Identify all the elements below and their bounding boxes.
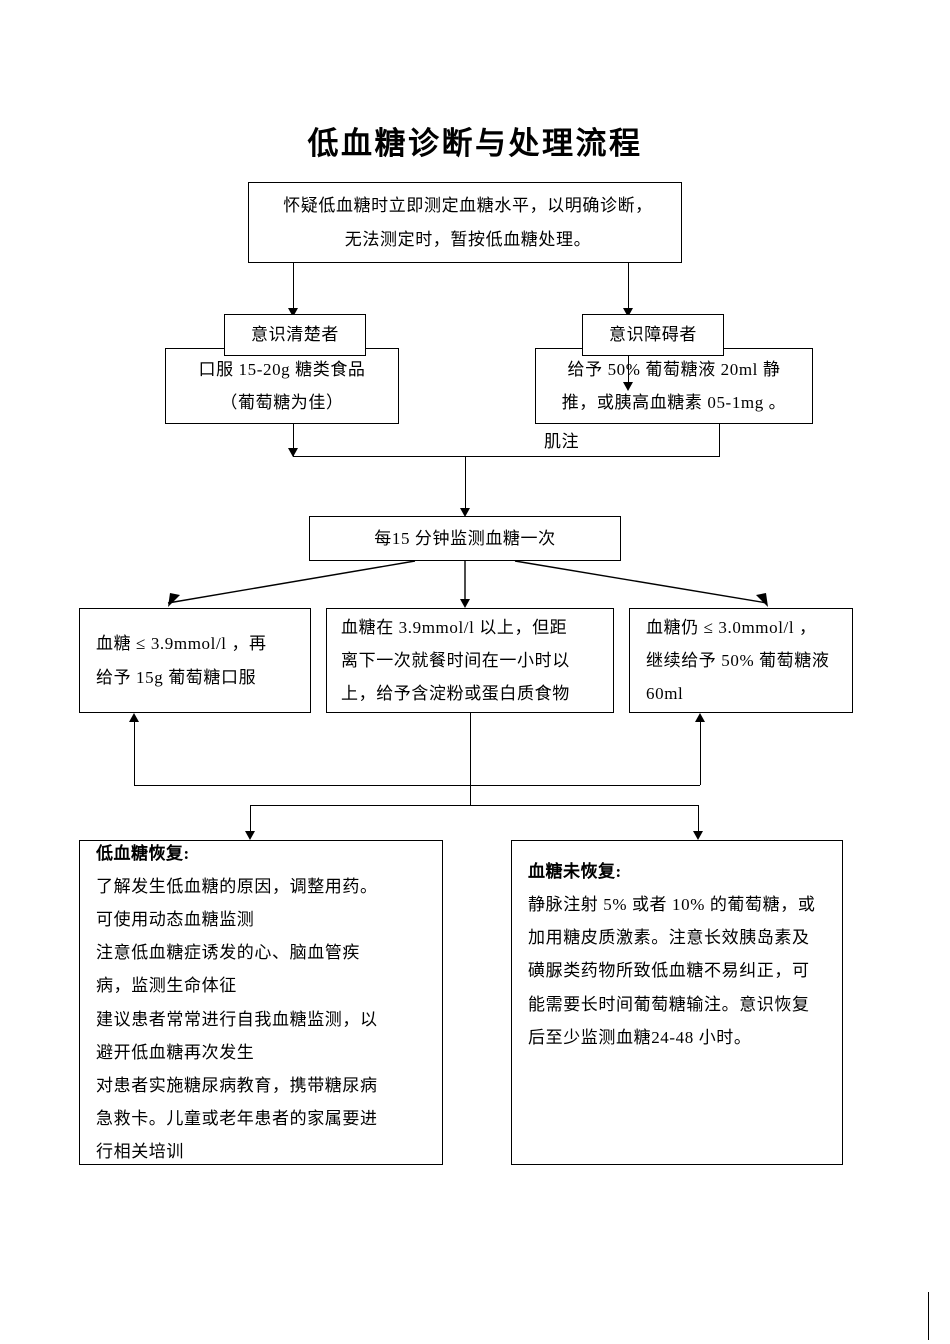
arrowhead-feedback-right [695,713,705,722]
node-not-recovered-line-5: 后至少监测血糖24-48 小时。 [528,1027,752,1047]
node-outcome-low-line-2: 给予 15g 葡萄糖口服 [96,667,257,687]
page-title: 低血糖诊断与处理流程 [307,126,643,161]
node-start: 怀疑低血糖时立即测定血糖水平，以明确诊断， 无法测定时，暂按低血糖处理。 [248,182,682,263]
connector-fanout-diagonals [167,560,768,608]
node-recovered-line-6: 避开低血糖再次发生 [96,1042,255,1062]
node-monitor: 每15 分钟监测血糖一次 [309,516,621,561]
node-outcome-low-line-1: 血糖 ≤ 3.9mmol/l ，再 [96,634,267,654]
node-treat-impaired: 给予 50% 葡萄糖液 20ml 静 推，或胰高血糖素 05-1mg 。 [535,348,813,424]
connector-conscious-down [293,424,294,456]
connector-bottom-left-down [250,805,251,834]
node-outcome-still-low: 血糖仍 ≤ 3.0mmol/l ， 继续给予 50% 葡萄糖液 60ml [629,608,853,713]
connector-impaired-down [719,424,720,457]
arrowhead-conscious-merge [288,448,298,457]
node-branch-impaired-label: 意识障碍者 [582,314,724,356]
connector-bottom-split-rail [250,805,698,806]
node-recovered-line-8: 急救卡。儿童或老年患者的家属要进 [96,1108,378,1128]
node-outcome-low: 血糖 ≤ 3.9mmol/l ，再 给予 15g 葡萄糖口服 [79,608,311,713]
node-outcome-still-low-line-1: 血糖仍 ≤ 3.0mmol/l ， [646,617,817,637]
connector-start-to-impaired [628,263,629,310]
arrowhead-rail-to-monitor [460,508,470,517]
node-outcome-above-line-3: 上，给予含淀粉或蛋白质食物 [341,684,570,704]
node-recovered-line-9: 行相关培训 [96,1142,184,1162]
node-branch-impaired-label-text: 意识障碍者 [609,325,697,345]
connector-start-to-conscious [293,263,294,310]
node-outcome-above-line-2: 离下一次就餐时间在一小时以 [341,650,570,670]
node-recovered-line-3: 注意低血糖症诱发的心、脑血管疾 [96,943,360,963]
node-outcome-still-low-line-3: 60ml [646,684,684,704]
connector-feedback-rail [134,785,700,786]
connector-bottom-right-down [698,805,699,834]
connector-rail-to-monitor [465,456,466,514]
node-start-line-1: 怀疑低血糖时立即测定血糖水平，以明确诊断， [283,196,653,216]
node-treat-impaired-line-1: 给予 50% 葡萄糖液 20ml 静 [567,359,781,379]
connector-merge-rail [293,456,720,457]
node-recovered-line-2: 可使用动态血糖监测 [96,910,255,930]
node-recovered-line-7: 对患者实施糖尿病教育，携带糖尿病 [96,1075,378,1095]
arrowhead-impaired-inner-stub [623,382,633,391]
page-edge-mark [928,1292,929,1340]
edge-label-intramuscular: 肌注 [541,427,583,452]
node-recovered-heading: 低血糖恢复: [96,843,190,863]
node-not-recovered-line-1: 静脉注射 5% 或者 10% 的葡萄糖，或 [528,895,816,915]
node-treat-conscious-line-2: （葡萄糖为佳） [220,393,344,412]
node-not-recovered-heading: 血糖未恢复: [528,862,622,881]
connector-impaired-inner-stub [628,356,629,384]
node-not-recovered-line-2: 加用糖皮质激素。注意长效胰岛素及 [528,928,810,948]
node-not-recovered-line-4: 能需要长时间葡萄糖输注。意识恢复 [528,994,810,1014]
node-outcome-still-low-line-2: 继续给予 50% 葡萄糖液 [646,650,830,670]
node-outcome-above: 血糖在 3.9mmol/l 以上，但距 离下一次就餐时间在一小时以 上，给予含淀… [326,608,614,713]
arrowhead-feedback-left [129,713,139,722]
arrowhead-start-to-impaired [623,308,633,317]
node-outcome-above-line-1: 血糖在 3.9mmol/l 以上，但距 [341,617,568,637]
arrowhead-bottom-left [245,831,255,840]
node-not-recovered-line-3: 磺脲类药物所致低血糖不易纠正，可 [528,961,810,981]
connector-feedback-left-up [134,722,135,785]
node-treat-conscious-line-1: 口服 15-20g 糖类食品 [198,359,366,379]
node-start-line-2: 无法测定时，暂按低血糖处理。 [344,229,592,249]
node-branch-conscious-label: 意识清楚者 [224,314,366,356]
node-recovered: 低血糖恢复: 了解发生低血糖的原因，调整用药。 可使用动态血糖监测 注意低血糖症… [79,840,443,1165]
node-treat-conscious: 口服 15-20g 糖类食品 （葡萄糖为佳） [165,348,399,424]
arrowhead-start-to-conscious [288,308,298,317]
node-recovered-line-1: 了解发生低血糖的原因，调整用药。 [96,876,378,896]
node-not-recovered: 血糖未恢复: 静脉注射 5% 或者 10% 的葡萄糖，或 加用糖皮质激素。注意长… [511,840,843,1165]
node-monitor-text: 每15 分钟监测血糖一次 [374,528,556,548]
connector-outcome-above-down [470,713,471,805]
node-recovered-line-4: 病，监测生命体征 [96,976,237,996]
node-branch-conscious-label-text: 意识清楚者 [251,325,339,345]
arrowhead-bottom-right [693,831,703,840]
node-treat-impaired-line-2: 推，或胰高血糖素 05-1mg 。 [561,393,787,412]
node-recovered-line-5: 建议患者常常进行自我血糖监测，以 [96,1009,378,1029]
connector-feedback-right-up [700,722,701,785]
